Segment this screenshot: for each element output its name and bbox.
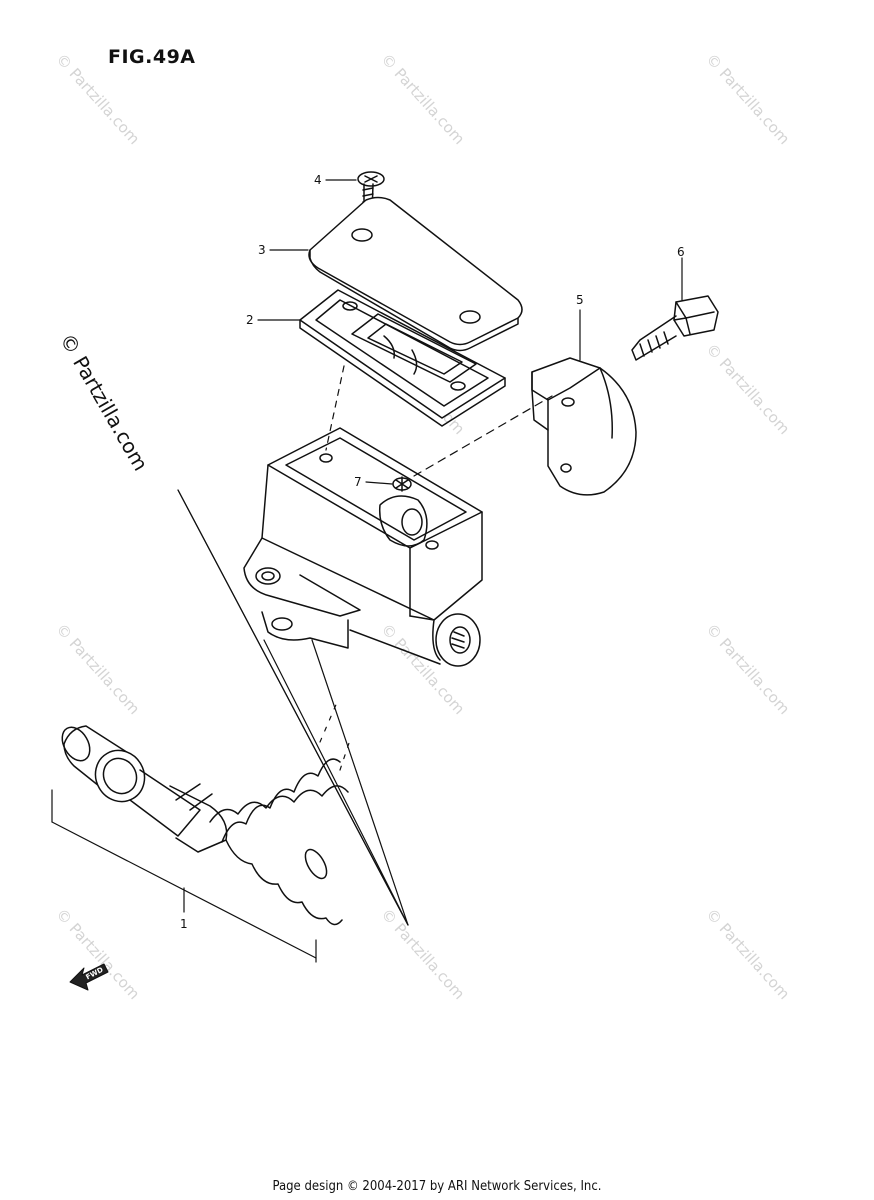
callout-2: 2	[246, 313, 254, 327]
master-cylinder-body	[243, 427, 483, 667]
figure-title: FIG.49A	[108, 46, 196, 68]
callout-1: 1	[180, 917, 188, 931]
reservoir-cap-part-3	[308, 196, 523, 352]
callout-5: 5	[576, 293, 584, 307]
bolt-part-6	[631, 295, 719, 361]
callout-7: 7	[354, 475, 362, 489]
diaphragm-part-2	[299, 289, 506, 427]
callout-3: 3	[258, 243, 266, 257]
fwd-arrow-icon	[69, 963, 109, 991]
page-footer: Page design © 2004-2017 by ARI Network S…	[272, 1179, 602, 1194]
screw-part-4	[357, 171, 385, 216]
boot-part-7	[392, 476, 412, 492]
callout-4: 4	[314, 173, 322, 187]
leader-lines	[51, 179, 683, 963]
callout-6: 6	[677, 245, 685, 259]
piston-kit-part-1	[61, 725, 349, 926]
clamp-part-5	[531, 357, 637, 496]
